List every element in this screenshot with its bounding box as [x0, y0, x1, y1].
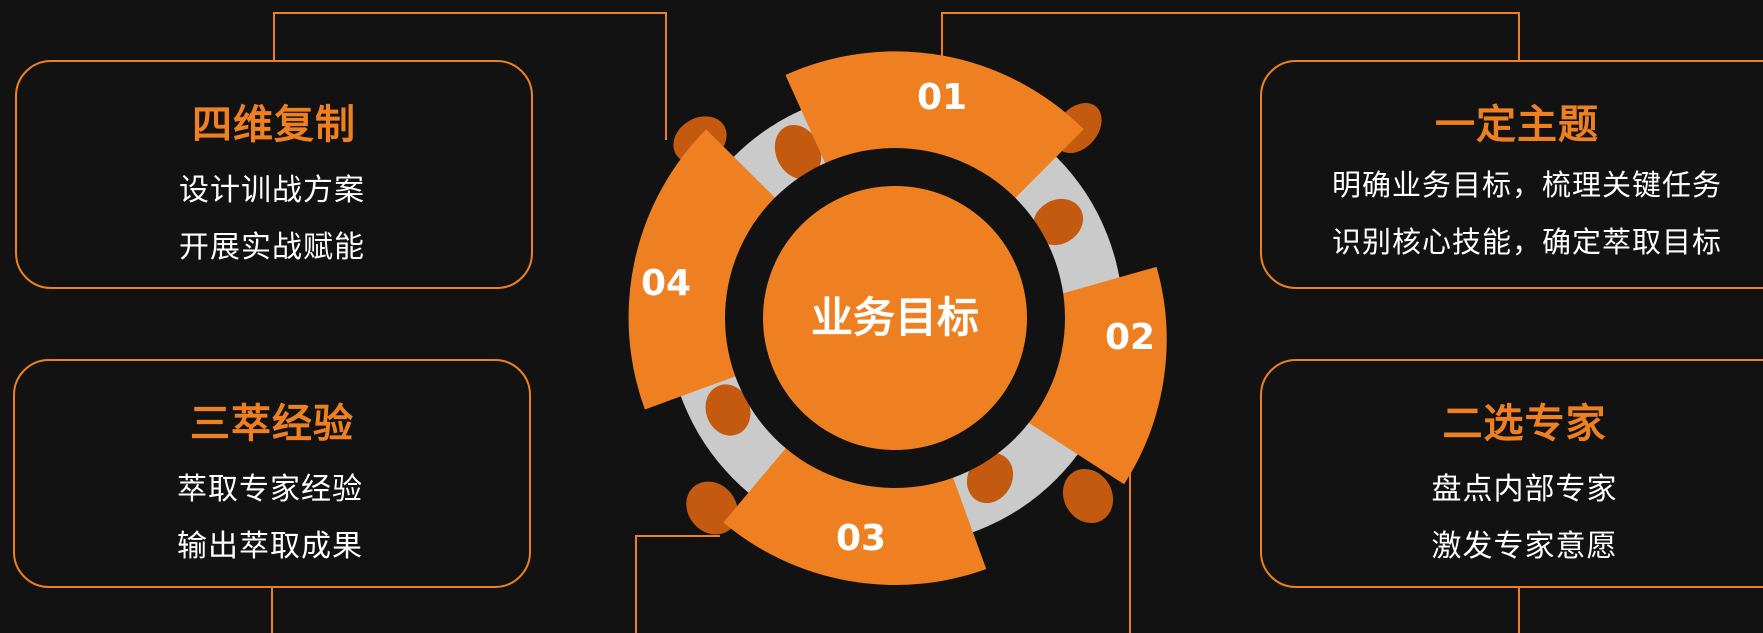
curl-2b [1062, 468, 1114, 524]
card-line: 设计训战方案 [179, 173, 365, 208]
card-line: 激发专家意愿 [1431, 529, 1618, 564]
card-one-theme: 一定主题 明确业务目标，梳理关键任务 识别核心技能，确定萃取目标 [1260, 60, 1763, 289]
card-line: 萃取专家经验 [177, 472, 363, 507]
card-title: 一定主题 [1435, 102, 1599, 148]
segment-02 [1024, 266, 1167, 485]
segment-03 [723, 431, 987, 585]
connector-bottom-mid [635, 535, 720, 633]
segment-04 [628, 129, 791, 410]
card-title: 二选专家 [1442, 401, 1607, 447]
segment-number-01: 01 [917, 77, 967, 118]
center-circle [763, 186, 1027, 450]
curl-4a [705, 384, 751, 436]
card-line: 识别核心技能，确定萃取目标 [1332, 225, 1723, 259]
connector-top-left [273, 12, 667, 140]
connector-top-right [941, 12, 1520, 60]
card-line: 开展实战赋能 [179, 230, 365, 265]
card-three-extract: 三萃经验 萃取专家经验 输出萃取成果 [13, 359, 531, 588]
curl-1a [774, 124, 822, 180]
card-four-copy: 四维复制 设计训战方案 开展实战赋能 [15, 60, 533, 289]
card-two-experts: 二选专家 盘点内部专家 激发专家意愿 [1260, 359, 1763, 588]
curl-2a [1032, 198, 1084, 246]
segment-number-03: 03 [836, 518, 886, 559]
segment-number-04: 04 [641, 263, 691, 304]
card-title: 四维复制 [192, 102, 356, 148]
card-line: 盘点内部专家 [1431, 472, 1618, 507]
card-line: 明确业务目标，梳理关键任务 [1332, 168, 1723, 202]
segment-01 [785, 51, 1084, 214]
segment-curls [673, 102, 1114, 535]
segments [628, 51, 1167, 585]
center-label: 业务目标 [811, 293, 979, 342]
card-title: 三萃经验 [190, 401, 354, 447]
segment-number-02: 02 [1105, 317, 1155, 358]
card-line: 输出萃取成果 [177, 529, 363, 564]
